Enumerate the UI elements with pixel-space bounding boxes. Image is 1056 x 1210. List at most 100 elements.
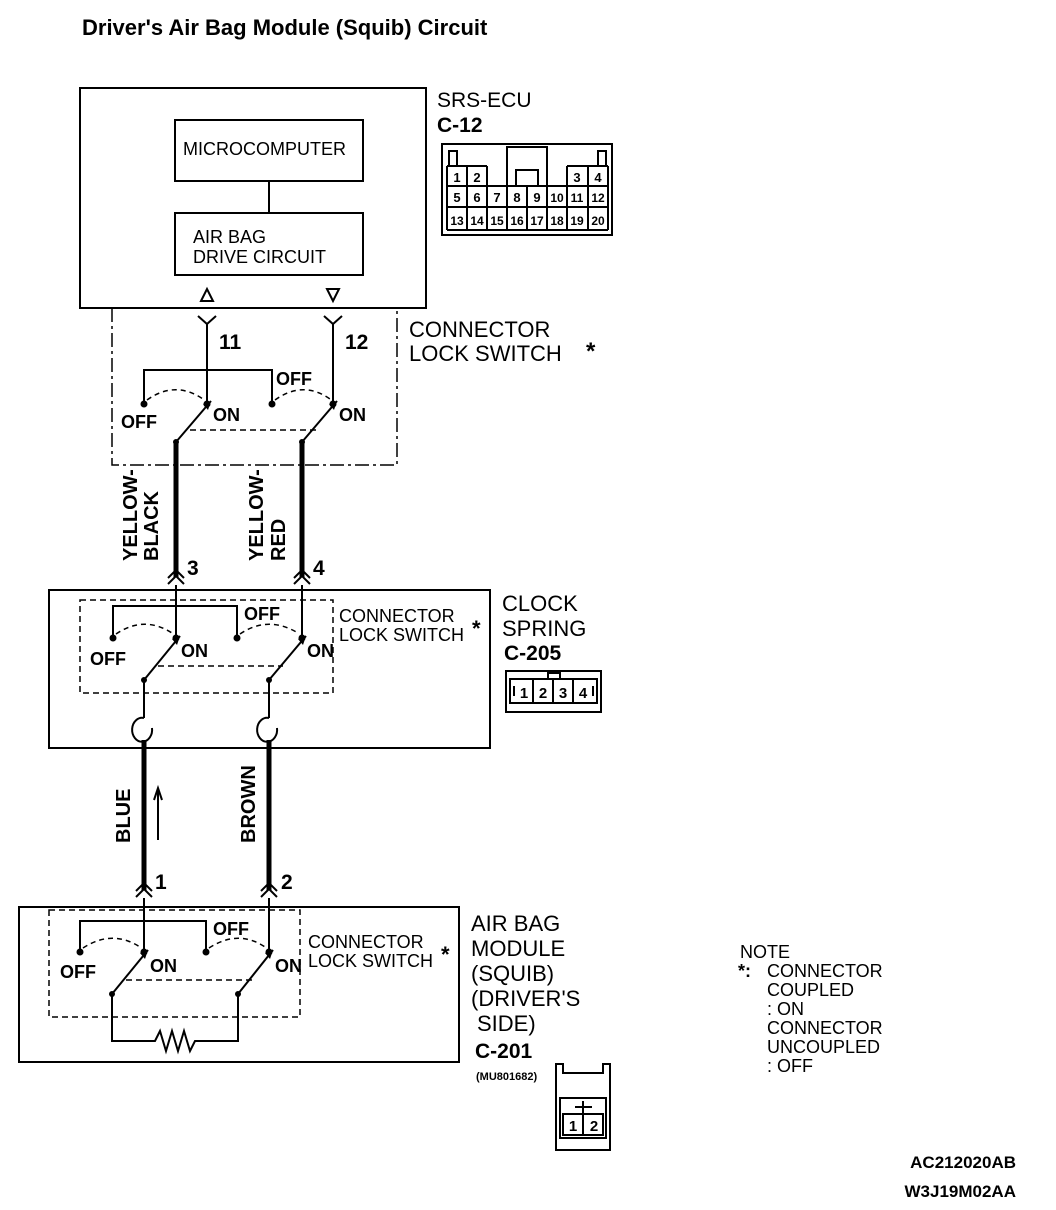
clock-spring-terminal-3-icon <box>167 568 185 585</box>
on-label: ON <box>150 956 177 976</box>
diagram-title: Driver's Air Bag Module (Squib) Circuit <box>82 15 488 40</box>
module-terminal-1-icon <box>135 881 153 898</box>
off-label: OFF <box>90 649 126 669</box>
c12-pin-numbers: 1 2 3 4 5 6 7 8 9 10 11 12 13 14 15 16 1… <box>450 170 605 228</box>
module-terminal-1-label: 1 <box>155 871 167 894</box>
air-bag-module-label: AIR BAG <box>471 911 560 936</box>
input-down-triangle-icon <box>325 288 341 304</box>
c12-pin: 4 <box>594 170 602 185</box>
connector-lock-switch-label: LOCK SWITCH <box>409 341 562 366</box>
note-line: : ON <box>767 999 804 1019</box>
c205-pin: 1 <box>520 685 528 702</box>
note-line: COUPLED <box>767 980 854 1000</box>
output-up-triangle-icon <box>199 286 215 302</box>
asterisk-marker: * <box>441 942 450 967</box>
clock-spring-coil-icon <box>256 716 279 743</box>
asterisk-marker: * <box>586 338 596 365</box>
off-label: OFF <box>121 412 157 432</box>
c12-pin: 15 <box>490 214 504 228</box>
wire-label-blue: BLUE <box>113 789 135 843</box>
microcomputer-label: MICROCOMPUTER <box>183 139 346 159</box>
c12-pin: 19 <box>570 214 584 228</box>
upper-harness <box>167 442 311 585</box>
c12-pin: 12 <box>591 191 605 205</box>
c12-connector-face <box>441 143 613 236</box>
srs-ecu-connector-id: C-12 <box>437 114 483 137</box>
wire-label-black: BLACK <box>141 490 163 561</box>
reference-code: W3J19M02AA <box>905 1182 1017 1201</box>
clock-spring-terminal-4-icon <box>293 568 311 585</box>
c12-pin: 18 <box>550 214 564 228</box>
squib-resistor-icon <box>111 994 239 1055</box>
on-label: ON <box>307 641 334 661</box>
lower-harness <box>135 740 278 898</box>
c205-pin: 3 <box>559 685 567 702</box>
srs-ecu-label: SRS-ECU <box>437 89 532 112</box>
connector-lock-switch-label: CONNECTOR <box>339 606 455 626</box>
clock-spring-label: SPRING <box>502 616 586 641</box>
off-label: OFF <box>60 962 96 982</box>
ecu-terminal-11-label: 11 <box>219 331 242 354</box>
ecu-lock-switch-group <box>111 308 398 466</box>
c12-pin: 5 <box>453 190 460 205</box>
c201-connector-face <box>555 1063 611 1151</box>
module-terminal-2-icon <box>260 881 278 898</box>
note-heading: NOTE <box>740 942 790 962</box>
connector-lock-switch-label: LOCK SWITCH <box>339 625 464 645</box>
connector-lock-switch-label: CONNECTOR <box>308 932 424 952</box>
srs-ecu-block: MICROCOMPUTER AIR BAG DRIVE CIRCUIT <box>79 87 427 309</box>
c12-pin: 9 <box>533 190 540 205</box>
asterisk-marker: * <box>472 616 481 641</box>
note-marker: *: <box>738 961 751 981</box>
c12-pin: 14 <box>470 214 484 228</box>
clock-spring-block <box>48 585 491 749</box>
air-bag-module-label: MODULE <box>471 936 565 961</box>
module-terminal-2-label: 2 <box>281 871 293 894</box>
clock-spring-terminal-4-label: 4 <box>313 557 325 580</box>
note-line: : OFF <box>767 1056 813 1076</box>
drive-circuit-box <box>174 212 364 276</box>
ecu-terminal-12-icon <box>323 315 343 326</box>
connector-lock-switch-label: LOCK SWITCH <box>308 951 433 971</box>
note-line: CONNECTOR <box>767 961 883 981</box>
c201-pin: 1 <box>569 1118 577 1135</box>
c12-pin: 3 <box>573 170 580 185</box>
on-label: ON <box>213 405 240 425</box>
clock-spring-label: CLOCK <box>502 591 578 616</box>
c205-connector-face <box>505 670 602 713</box>
air-bag-module-label: (SQUIB) <box>471 961 554 986</box>
note-line: CONNECTOR <box>767 1018 883 1038</box>
wire-label-red: RED <box>268 519 290 561</box>
figure-code: AC212020AB <box>910 1153 1016 1172</box>
air-bag-module-part-number: (MU801682) <box>476 1071 537 1083</box>
on-label: ON <box>181 641 208 661</box>
air-bag-module-connector-id: C-201 <box>475 1040 533 1063</box>
c12-pin: 6 <box>473 190 480 205</box>
note-line: UNCOUPLED <box>767 1037 880 1057</box>
c12-pin: 1 <box>453 170 460 185</box>
air-bag-module-label: (DRIVER'S <box>471 986 580 1011</box>
c12-pin: 2 <box>473 170 480 185</box>
drive-circuit-label-2: DRIVE CIRCUIT <box>193 247 326 267</box>
on-label: ON <box>339 405 366 425</box>
ecu-terminal-12-label: 12 <box>345 331 368 354</box>
wire-label-brown: BROWN <box>238 765 260 843</box>
c205-pin: 4 <box>579 685 588 702</box>
note-block: NOTE *: CONNECTOR COUPLED : ON CONNECTOR… <box>738 942 883 1076</box>
air-bag-module-label: SIDE) <box>477 1011 536 1036</box>
c12-pin: 10 <box>550 191 564 205</box>
drive-circuit-label-1: AIR BAG <box>193 227 266 247</box>
c12-pin: 16 <box>510 214 524 228</box>
clock-spring-connector-id: C-205 <box>504 642 562 665</box>
c12-pin: 17 <box>530 214 544 228</box>
c205-pin: 2 <box>539 685 547 702</box>
off-label: OFF <box>213 919 249 939</box>
c12-pin: 20 <box>591 214 605 228</box>
air-bag-module-block <box>18 898 460 1063</box>
c12-pin: 7 <box>493 190 500 205</box>
wire-label-yellow: YELLOW- <box>246 469 268 561</box>
c12-pin: 13 <box>450 214 464 228</box>
clock-spring-coil-icon <box>131 716 154 743</box>
on-label: ON <box>275 956 302 976</box>
